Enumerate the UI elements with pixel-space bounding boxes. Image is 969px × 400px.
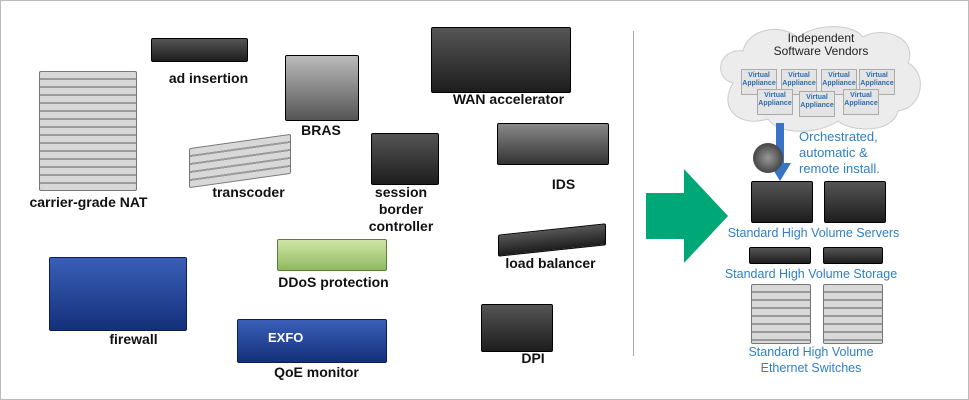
storage-icon	[749, 247, 811, 264]
transition-arrow-icon	[646, 169, 728, 263]
dpi-device	[481, 304, 553, 352]
ids-label: IDS	[551, 176, 576, 192]
server-icon	[824, 181, 886, 223]
ddos-protection-device	[277, 239, 387, 271]
storage-label: Standard High Volume Storage	[724, 267, 898, 281]
load-balancer-label: load balancer	[505, 255, 596, 271]
load-balancer-device	[498, 223, 606, 257]
servers-label: Standard High Volume Servers	[727, 226, 900, 240]
exfo-logo: EXFO	[268, 330, 304, 345]
ad-insertion-device	[151, 38, 248, 62]
ad-insertion-label: ad insertion	[168, 70, 249, 86]
virtual-appliance: Virtual Appliance	[757, 89, 793, 115]
carrier-grade-nat-device	[39, 71, 137, 191]
bras-label: BRAS	[301, 122, 341, 138]
session-border-controller-label: session border controller	[368, 184, 434, 234]
bras-device	[285, 55, 359, 121]
qoe-monitor-device: EXFO	[237, 319, 387, 363]
storage-icon	[823, 247, 883, 264]
wan-accelerator-label: WAN accelerator	[452, 91, 565, 107]
transcoder-label: transcoder	[212, 184, 285, 200]
transcoder-device	[189, 133, 291, 189]
switches-label: Standard High Volume Ethernet Switches	[748, 345, 874, 375]
firewall-label: firewall	[109, 331, 158, 347]
carrier-grade-nat-label: carrier-grade NAT	[29, 194, 148, 210]
virtual-appliance: Virtual Appliance	[799, 91, 835, 117]
divider	[633, 31, 634, 356]
gears-icon	[753, 143, 783, 173]
dpi-label: DPI	[521, 350, 545, 366]
session-border-controller-device	[371, 133, 439, 185]
orchestration-text: Orchestrated, automatic & remote install…	[799, 129, 880, 176]
ddos-protection-label: DDoS protection	[278, 274, 389, 290]
ids-device	[497, 123, 609, 165]
switch-icon	[823, 284, 883, 344]
cloud-title: Independent Software Vendors	[773, 31, 869, 58]
virtual-appliance: Virtual Appliance	[843, 89, 879, 115]
qoe-monitor-label: QoE monitor	[274, 364, 359, 380]
switch-icon	[751, 284, 811, 344]
wan-accelerator-device	[431, 27, 571, 93]
server-icon	[751, 181, 813, 223]
firewall-device	[49, 257, 187, 331]
